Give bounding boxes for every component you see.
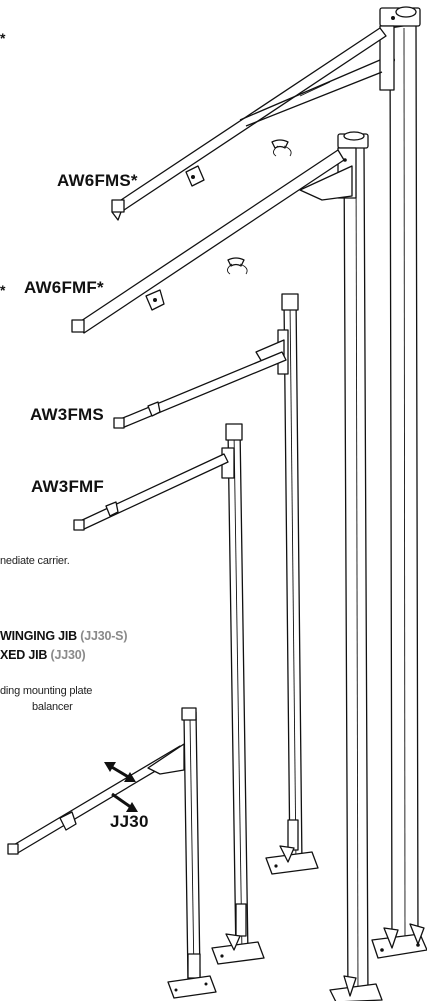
label-aw3fmf: AW3FMF bbox=[31, 477, 104, 496]
aw3fmf-crane bbox=[73, 423, 265, 965]
label-aw3fms: AW3FMS bbox=[30, 405, 104, 424]
aw6fms-crane bbox=[111, 6, 427, 959]
note-mounting-plate: ding mounting plate bbox=[0, 685, 93, 697]
label-jj30: JJ30 bbox=[110, 812, 149, 831]
heading-fixed-text: XED JIB bbox=[0, 648, 51, 662]
heading-fixed-model: (JJ30) bbox=[50, 648, 86, 662]
swing-arrow-upper-icon bbox=[104, 762, 136, 782]
heading-fixed-jib: XED JIB (JJ30) bbox=[0, 648, 86, 662]
label-aw6fms: AW6FMS* bbox=[57, 171, 138, 190]
note-balancer: balancer bbox=[32, 701, 73, 713]
swing-arrow-lower-icon bbox=[111, 792, 138, 812]
footnote-star-top: * bbox=[0, 30, 6, 46]
label-aw6fmf: AW6FMF* bbox=[24, 278, 104, 297]
heading-swinging-text: WINGING JIB bbox=[0, 629, 81, 643]
note-carrier: nediate carrier. bbox=[0, 555, 70, 567]
footnote-star-mid: * bbox=[0, 282, 6, 298]
heading-swinging-jib: WINGING JIB (JJ30-S) bbox=[0, 629, 127, 643]
aw6fmf-crane bbox=[71, 131, 383, 1001]
heading-swinging-model: (JJ30-S) bbox=[80, 629, 128, 643]
jj30-crane bbox=[7, 707, 217, 999]
aw3fms-crane bbox=[113, 293, 319, 875]
